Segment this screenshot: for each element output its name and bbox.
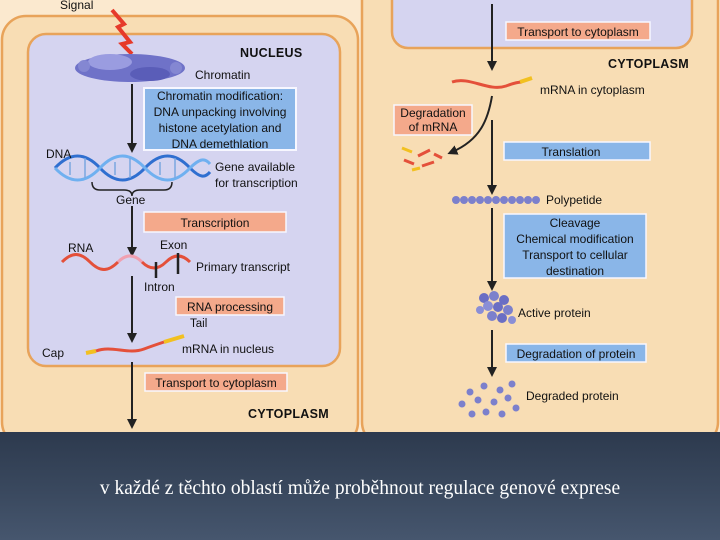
gene-label: Gene [116, 193, 146, 207]
mrna-nucleus-icon [85, 334, 185, 355]
rna-processing-label: RNA processing [187, 300, 273, 314]
degradation-mrna-line-2: of mRNA [409, 120, 458, 134]
active-protein-label: Active protein [518, 306, 591, 320]
chromatin-icon [75, 54, 185, 82]
degradation-protein-box [505, 343, 647, 363]
transcription-label: Transcription [181, 216, 250, 230]
degradation-mrna-line-1: Degradation [400, 106, 465, 120]
transport-label-left: Transport to cytoplasm [155, 376, 277, 390]
exon-label: Exon [160, 238, 187, 252]
degraded-protein-icon [458, 380, 520, 418]
gene-available-line-1: Gene available [215, 160, 295, 174]
dna-label: DNA [46, 147, 71, 161]
chromatin-box-line-3: histone acetylation and [159, 121, 282, 135]
transport-box-left [144, 372, 288, 392]
degradation-protein-label: Degradation of protein [517, 347, 636, 361]
mrna-cytoplasm-label: mRNA in cytoplasm [540, 83, 645, 97]
cleavage-line-1: Cleavage [550, 216, 601, 230]
cytoplasm-header-left: CYTOPLASM [248, 407, 329, 421]
chromatin-box-line-4: DNA demethlation [172, 137, 269, 151]
cap-label: Cap [42, 346, 64, 360]
gene-available-line-2: for transcription [215, 176, 298, 190]
signal-lightning-icon [110, 8, 134, 56]
chromatin-modification-box [143, 87, 297, 151]
active-protein-icon [476, 291, 516, 324]
cleavage-line-2: Chemical modification [516, 232, 633, 246]
translation-box [503, 141, 651, 161]
cleavage-box [503, 213, 647, 279]
nucleus-header: NUCLEUS [240, 46, 303, 60]
chromatin-box-line-1: Chromatin modification: [157, 89, 283, 103]
degradation-mrna-box [393, 104, 473, 136]
dna-helix-icon [53, 154, 212, 182]
transport-label-right: Transport to cytoplasm [517, 25, 639, 39]
chromatin-box-line-2: DNA unpacking involving [154, 105, 287, 119]
slide-caption: v každé z těchto oblastí může proběhnout… [99, 478, 621, 499]
primary-transcript-icon [60, 253, 192, 271]
intron-label: Intron [144, 280, 175, 294]
gene-expression-diagram: Signal NUCLEUS Chromatin Chromatin modif… [0, 0, 720, 432]
gene-bracket [91, 181, 173, 197]
degraded-protein-label: Degraded protein [526, 389, 619, 403]
chromatin-label: Chromatin [195, 68, 250, 82]
translation-label: Translation [542, 145, 601, 159]
signal-label: Signal [60, 0, 93, 12]
mrna-cytoplasm-icon [451, 76, 533, 89]
caption-bar [0, 432, 720, 540]
polypeptide-icon [452, 196, 540, 204]
cytoplasm-header-right: CYTOPLASM [608, 57, 689, 71]
cleavage-line-3: Transport to cellular [522, 248, 628, 262]
rna-processing-box [175, 296, 285, 316]
nucleus [26, 32, 342, 368]
tail-label: Tail [190, 318, 207, 330]
mrna-nucleus-label: mRNA in nucleus [182, 342, 274, 356]
primary-transcript-label: Primary transcript [196, 260, 291, 274]
degraded-mrna-icon [401, 146, 443, 172]
polypeptide-label: Polypetide [546, 193, 602, 207]
arrow-degradation-mrna [447, 95, 493, 155]
cleavage-line-4: destination [546, 264, 604, 278]
rna-label: RNA [68, 241, 93, 255]
transport-box-right [505, 21, 651, 41]
transcription-box [143, 211, 287, 233]
